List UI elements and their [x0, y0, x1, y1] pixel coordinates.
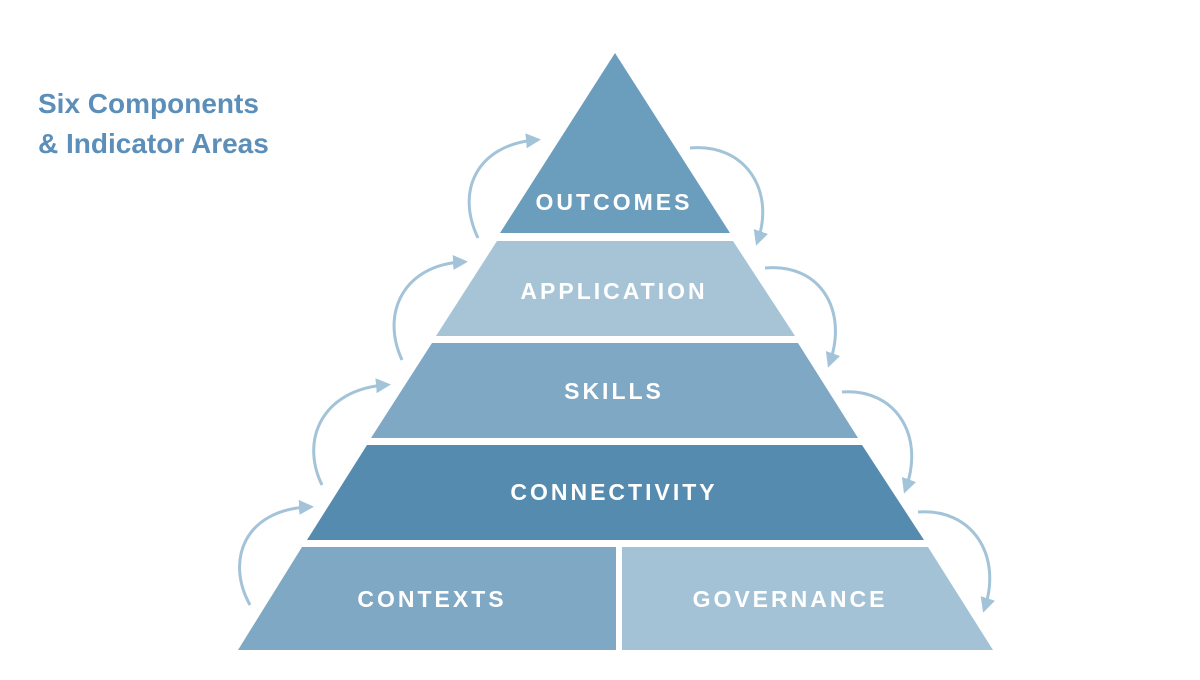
title-line-1: Six Components	[38, 88, 259, 119]
cycle-arrow-icon	[764, 266, 841, 368]
label-governance: GOVERNANCE	[693, 586, 888, 612]
layer-outcomes	[500, 53, 730, 233]
layer-governance	[622, 547, 993, 650]
cycle-arrow-icon	[312, 378, 391, 486]
title-line-2: & Indicator Areas	[38, 128, 269, 159]
diagram-title: Six Components & Indicator Areas	[38, 84, 269, 164]
cycle-arrow-icon	[467, 133, 541, 239]
cycle-arrow-icon	[917, 510, 995, 613]
cycle-arrow-icon	[238, 499, 314, 606]
label-application: APPLICATION	[520, 278, 707, 304]
layer-connectivity	[307, 445, 924, 540]
label-skills: SKILLS	[564, 378, 664, 404]
cycle-arrow-icon	[392, 254, 468, 361]
cycle-arrow-icon	[841, 390, 917, 494]
label-outcomes: OUTCOMES	[536, 189, 693, 215]
layer-application	[436, 241, 795, 336]
layer-skills	[371, 343, 858, 438]
label-connectivity: CONNECTIVITY	[510, 479, 717, 505]
cycle-arrow-icon	[689, 146, 768, 246]
layer-contexts	[238, 547, 616, 650]
label-contexts: CONTEXTS	[357, 586, 506, 612]
